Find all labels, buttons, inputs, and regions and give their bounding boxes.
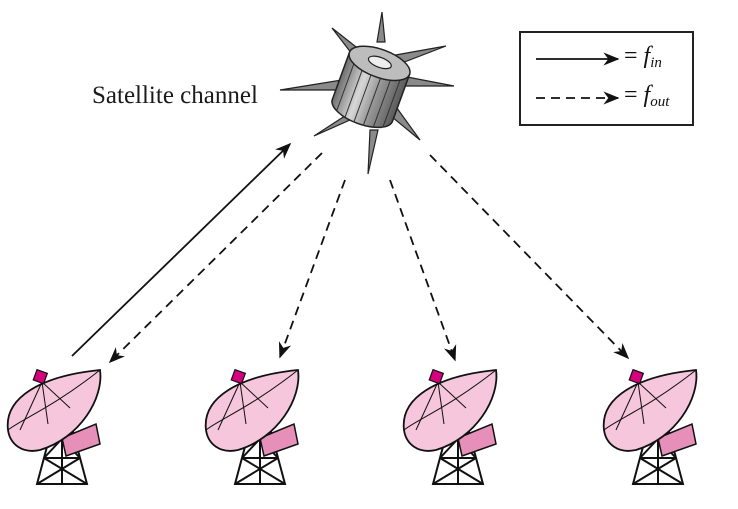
feed-horn: [230, 368, 247, 385]
legend-item-in: = fin: [624, 43, 662, 72]
earth-station-4: [602, 368, 698, 485]
feed-horn: [428, 368, 445, 385]
legend-equals: =: [624, 82, 638, 108]
earth-station-1: [6, 368, 102, 485]
legend-arrows: [536, 52, 620, 105]
satellite-channel-label: Satellite channel: [92, 82, 258, 109]
downlink-arrow-3: [389, 179, 457, 362]
earth-station-2: [204, 368, 300, 485]
satellite: [279, 11, 455, 175]
legend-symbol: f: [643, 82, 651, 108]
legend-equals: =: [624, 43, 638, 69]
uplink-arrow: [71, 142, 292, 357]
link-lines: [71, 142, 630, 364]
downlink-arrow-1: [108, 152, 323, 364]
downlink-arrow-4: [429, 154, 630, 360]
legend-item-out: = fout: [624, 82, 669, 111]
feed-horn: [32, 368, 49, 385]
earth-station-3: [402, 368, 498, 485]
downlink-arrow-2: [278, 179, 346, 359]
legend-subscript: out: [650, 94, 670, 110]
legend: [519, 31, 694, 126]
legend-symbol: f: [643, 43, 651, 69]
legend-subscript: in: [650, 55, 662, 71]
feed-horn: [628, 368, 645, 385]
